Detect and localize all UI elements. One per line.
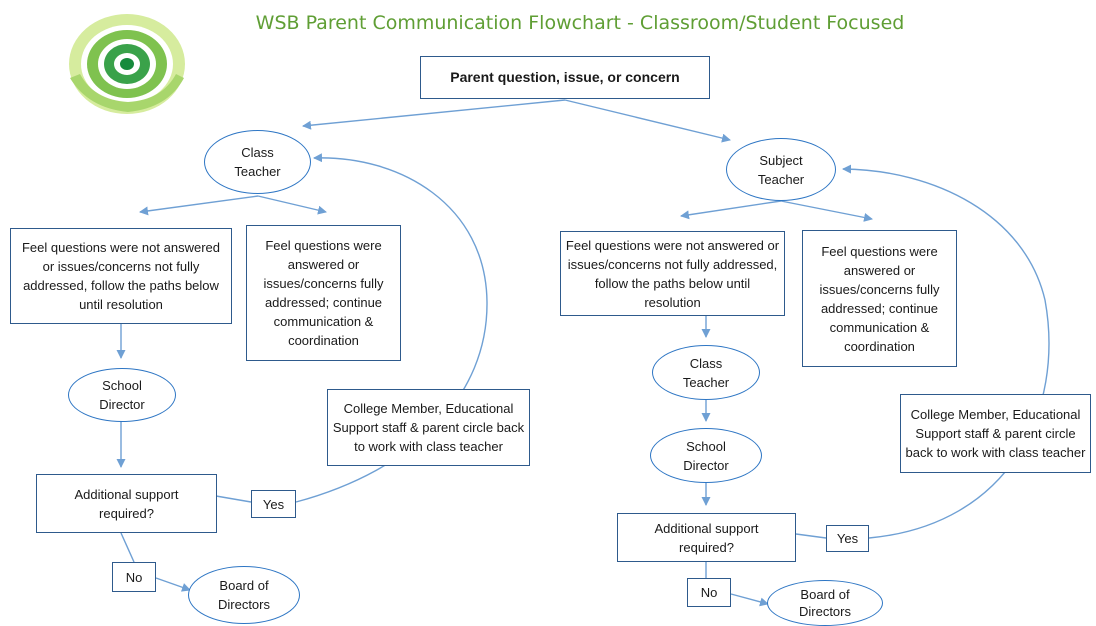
line-support-to-yes-left — [215, 495, 252, 503]
not-addressed-box-left: Feel questions were not answered or issu… — [10, 228, 232, 324]
arrow-class-teacher-to-addressed — [257, 195, 327, 215]
subject-teacher-ellipse: Subject Teacher — [726, 138, 836, 201]
yes-box-right: Yes — [826, 525, 869, 552]
board-of-directors-ellipse-left: Board of Directors — [188, 566, 300, 624]
not-addressed-box-right: Feel questions were not answered or issu… — [560, 231, 785, 316]
arrow-no-to-board-left — [155, 577, 191, 592]
arrow-no-to-board-right — [730, 593, 769, 607]
yes-box-left: Yes — [251, 490, 296, 518]
additional-support-box-left: Additional support required? — [36, 474, 217, 533]
arrow-top-to-subject-teacher — [564, 99, 731, 143]
no-box-left: No — [112, 562, 156, 592]
line-support-to-yes-right — [795, 533, 827, 539]
logo — [69, 14, 185, 114]
arrow-subject-teacher-to-addressed — [780, 200, 873, 222]
circle-back-box-right: College Member, Educational Support staf… — [900, 394, 1091, 473]
line-support-to-no-left — [120, 532, 135, 563]
circle-back-box-left: College Member, Educational Support staf… — [327, 389, 530, 466]
additional-support-box-right: Additional support required? — [617, 513, 796, 562]
parent-question-box: Parent question, issue, or concern — [420, 56, 710, 99]
addressed-box-left: Feel questions were answered or issues/c… — [246, 225, 401, 361]
arrow-subject-teacher-to-not-addressed — [680, 200, 782, 220]
addressed-box-right: Feel questions were answered or issues/c… — [802, 230, 957, 367]
class-teacher-ellipse: Class Teacher — [204, 130, 311, 194]
chart-title: WSB Parent Communication Flowchart - Cla… — [255, 12, 905, 34]
arrow-yes-circle-back-right — [842, 164, 1050, 539]
school-director-ellipse-left: School Director — [68, 368, 176, 422]
arrow-class-teacher-to-not-addressed — [139, 195, 259, 216]
school-director-ellipse-right: School Director — [650, 428, 762, 483]
board-of-directors-ellipse-right: Board of Directors — [767, 580, 883, 626]
no-box-right: No — [687, 578, 731, 607]
arrow-top-to-class-teacher — [302, 99, 566, 130]
class-teacher-ellipse-right: Class Teacher — [652, 345, 760, 400]
